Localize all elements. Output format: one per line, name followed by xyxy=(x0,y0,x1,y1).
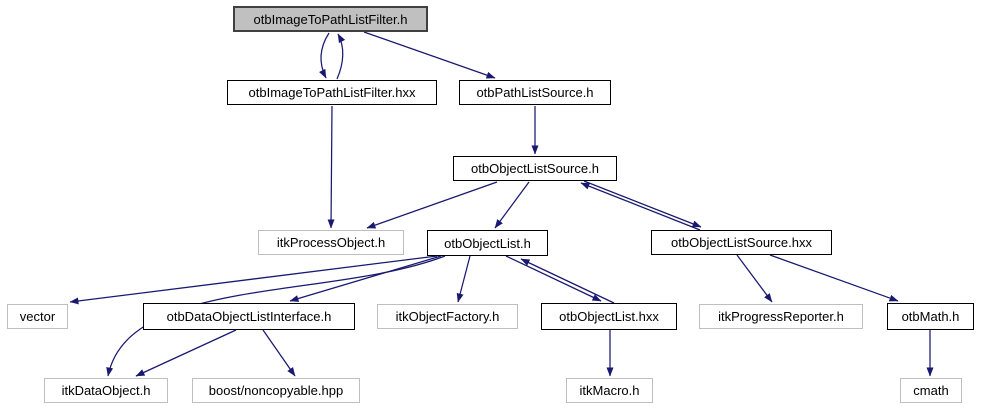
edge-objectlistsourcehxx-to-otbmath xyxy=(769,254,899,302)
edge-objectlisthxx-to-objectlist xyxy=(520,258,615,304)
node-boost-noncopyable-hpp: boost/noncopyable.hpp xyxy=(192,378,360,403)
edge-hxx-to-itkprocessobject xyxy=(327,105,335,229)
edge-objectlist-to-itkobjectfactory xyxy=(456,255,471,303)
edge-dataobjectlistinterface-to-boost xyxy=(262,329,296,377)
node-itkdataobject-h: itkDataObject.h xyxy=(44,378,168,403)
node-itkmacro-h: itkMacro.h xyxy=(566,378,653,403)
edge-objectlist-to-objectlisthxx xyxy=(505,255,602,302)
edge-hxx-to-main xyxy=(336,33,346,80)
edge-objectlist-to-vector xyxy=(69,255,438,305)
node-itkobjectfactory-h: itkObjectFactory.h xyxy=(377,304,518,329)
edge-objectlistsource-to-itkprocessobject xyxy=(366,181,498,229)
node-itkprogressreporter-h: itkProgressReporter.h xyxy=(699,304,863,329)
node-otbobjectlistsource-hxx[interactable]: otbObjectListSource.hxx xyxy=(651,230,832,255)
node-otbobjectlist-h[interactable]: otbObjectList.h xyxy=(427,230,548,256)
node-otbobjectlist-hxx[interactable]: otbObjectList.hxx xyxy=(541,303,677,330)
node-otbimagetopathlistfilter-hxx[interactable]: otbImageToPathListFilter.hxx xyxy=(227,80,437,105)
edge-objectlistsource-to-objectlistsourcehxx xyxy=(583,180,702,228)
edge-objectlist-to-itkdataobject xyxy=(106,255,446,377)
node-otbobjectlistsource-h[interactable]: otbObjectListSource.h xyxy=(453,156,617,181)
edge-objectlistsource-to-objectlist xyxy=(494,181,530,229)
edge-main-to-pathlistsource xyxy=(363,31,496,79)
edge-objectlistsourcehxx-to-itkprogressreporter xyxy=(736,254,773,303)
node-vector: vector xyxy=(7,304,68,329)
node-otbmath-h[interactable]: otbMath.h xyxy=(887,303,974,330)
node-itkprocessobject-h: itkProcessObject.h xyxy=(258,230,404,255)
edge-objectlistsourcehxx-to-objectlistsource xyxy=(580,182,701,231)
edge-dataobjectlistinterface-to-itkdataobject xyxy=(135,329,237,377)
edge-objectlist-to-dataobjectlistinterface xyxy=(289,255,442,302)
edge-main-to-hxx xyxy=(319,32,330,79)
node-otbimagetopathlistfilter-h: otbImageToPathListFilter.h xyxy=(233,6,428,32)
node-otbpathlistsource-h[interactable]: otbPathListSource.h xyxy=(459,80,611,105)
node-cmath: cmath xyxy=(900,378,962,403)
node-otbdataobjectlistinterface-h[interactable]: otbDataObjectListInterface.h xyxy=(143,303,355,330)
